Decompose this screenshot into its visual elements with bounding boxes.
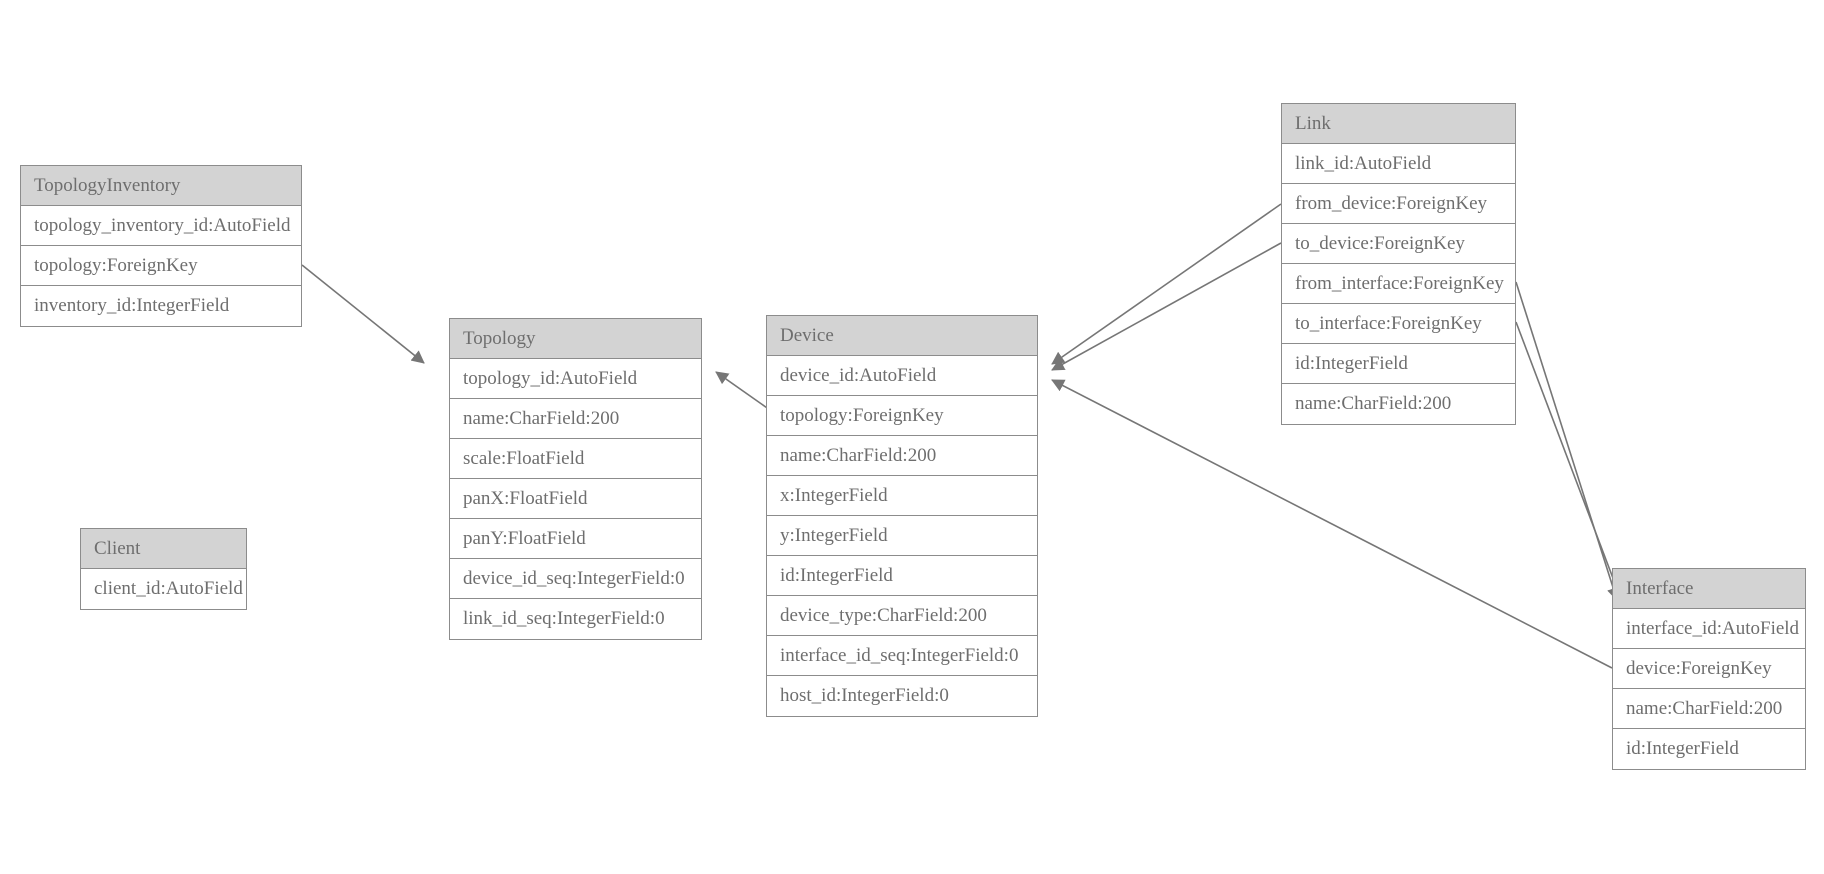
entity-field: name:CharField:200 — [1613, 689, 1805, 729]
entity-field: to_device:ForeignKey — [1282, 224, 1515, 264]
entity-field: inventory_id:IntegerField — [21, 286, 301, 326]
entity-topology-inventory[interactable]: TopologyInventory topology_inventory_id:… — [20, 165, 302, 327]
entity-field: device_type:CharField:200 — [767, 596, 1037, 636]
edge-link-device-from — [1051, 203, 1282, 365]
entity-field: from_interface:ForeignKey — [1282, 264, 1515, 304]
entity-field: panX:FloatField — [450, 479, 701, 519]
entity-field: to_interface:ForeignKey — [1282, 304, 1515, 344]
entity-field: panY:FloatField — [450, 519, 701, 559]
entity-field: link_id_seq:IntegerField:0 — [450, 599, 701, 639]
entity-title: Link — [1282, 104, 1515, 144]
entity-field: id:IntegerField — [1282, 344, 1515, 384]
entity-title: Topology — [450, 319, 701, 359]
entity-field: link_id:AutoField — [1282, 144, 1515, 184]
entity-device[interactable]: Device device_id:AutoField topology:Fore… — [766, 315, 1038, 717]
entity-client[interactable]: Client client_id:AutoField — [80, 528, 247, 610]
entity-link[interactable]: Link link_id:AutoField from_device:Forei… — [1281, 103, 1516, 425]
edge-link-interface-to — [1515, 321, 1624, 603]
entity-field: y:IntegerField — [767, 516, 1037, 556]
edge-topologyinventory-topology — [301, 264, 425, 364]
entity-field: topology_id:AutoField — [450, 359, 701, 399]
entity-field: host_id:IntegerField:0 — [767, 676, 1037, 716]
entity-title: TopologyInventory — [21, 166, 301, 206]
entity-field: topology:ForeignKey — [21, 246, 301, 286]
edge-device-topology — [715, 371, 771, 411]
entity-field: name:CharField:200 — [1282, 384, 1515, 424]
entity-field: interface_id:AutoField — [1613, 609, 1805, 649]
entity-field: device_id:AutoField — [767, 356, 1037, 396]
entity-field: client_id:AutoField — [81, 569, 246, 609]
entity-field: device_id_seq:IntegerField:0 — [450, 559, 701, 599]
entity-field: x:IntegerField — [767, 476, 1037, 516]
entity-field: name:CharField:200 — [767, 436, 1037, 476]
entity-title: Client — [81, 529, 246, 569]
entity-title: Interface — [1613, 569, 1805, 609]
entity-field: scale:FloatField — [450, 439, 701, 479]
edge-link-interface-from — [1515, 281, 1620, 601]
entity-field: id:IntegerField — [1613, 729, 1805, 769]
entity-field: interface_id_seq:IntegerField:0 — [767, 636, 1037, 676]
entity-field: device:ForeignKey — [1613, 649, 1805, 689]
entity-field: id:IntegerField — [767, 556, 1037, 596]
edge-link-device-to — [1051, 242, 1282, 371]
entity-topology[interactable]: Topology topology_id:AutoField name:Char… — [449, 318, 702, 640]
entity-field: name:CharField:200 — [450, 399, 701, 439]
entity-field: topology_inventory_id:AutoField — [21, 206, 301, 246]
entity-interface[interactable]: Interface interface_id:AutoField device:… — [1612, 568, 1806, 770]
entity-field: from_device:ForeignKey — [1282, 184, 1515, 224]
entity-field: topology:ForeignKey — [767, 396, 1037, 436]
entity-title: Device — [767, 316, 1037, 356]
